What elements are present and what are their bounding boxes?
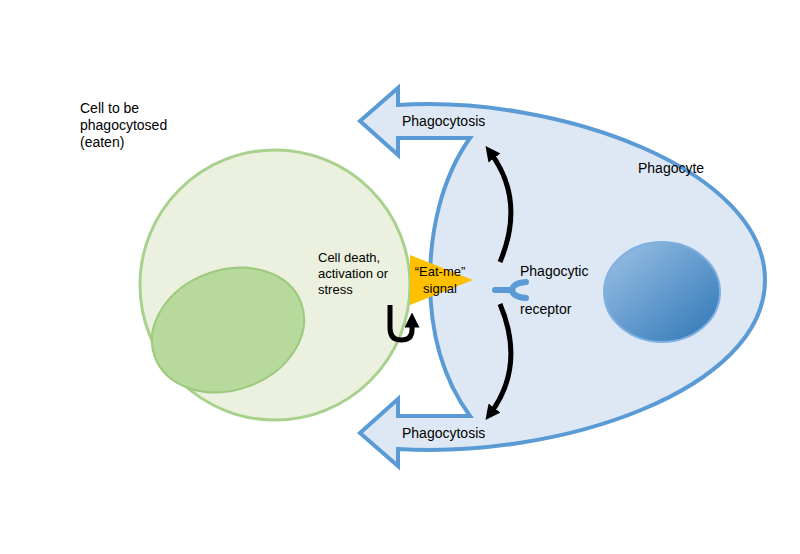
receptor-symbol xyxy=(495,282,526,298)
phagocyte-outline xyxy=(360,88,765,466)
cell-state-text: Cell death, activation or stress xyxy=(318,250,406,298)
node-shape xyxy=(140,150,410,420)
receptor-text: Phagocytic receptor xyxy=(520,252,595,328)
phagocyte-heading: Phagocyte xyxy=(638,160,733,177)
target-cell: Cell to be phagocytosed (eaten)Cell deat… xyxy=(140,150,410,420)
process-label: Phagocytosis xyxy=(402,424,497,442)
eat-me-signal: “Eat-me” signal xyxy=(405,250,475,310)
phagocyte-nucleus xyxy=(604,242,720,342)
process-label: Phagocytosis xyxy=(402,112,497,130)
phagocytic-receptor: Phagocytic receptor xyxy=(505,252,585,328)
signal-text: “Eat-me” signal xyxy=(405,263,475,297)
cell-heading: Cell to be phagocytosed (eaten) xyxy=(80,100,184,151)
node-shape xyxy=(405,250,475,310)
cell-nucleus xyxy=(134,247,322,413)
